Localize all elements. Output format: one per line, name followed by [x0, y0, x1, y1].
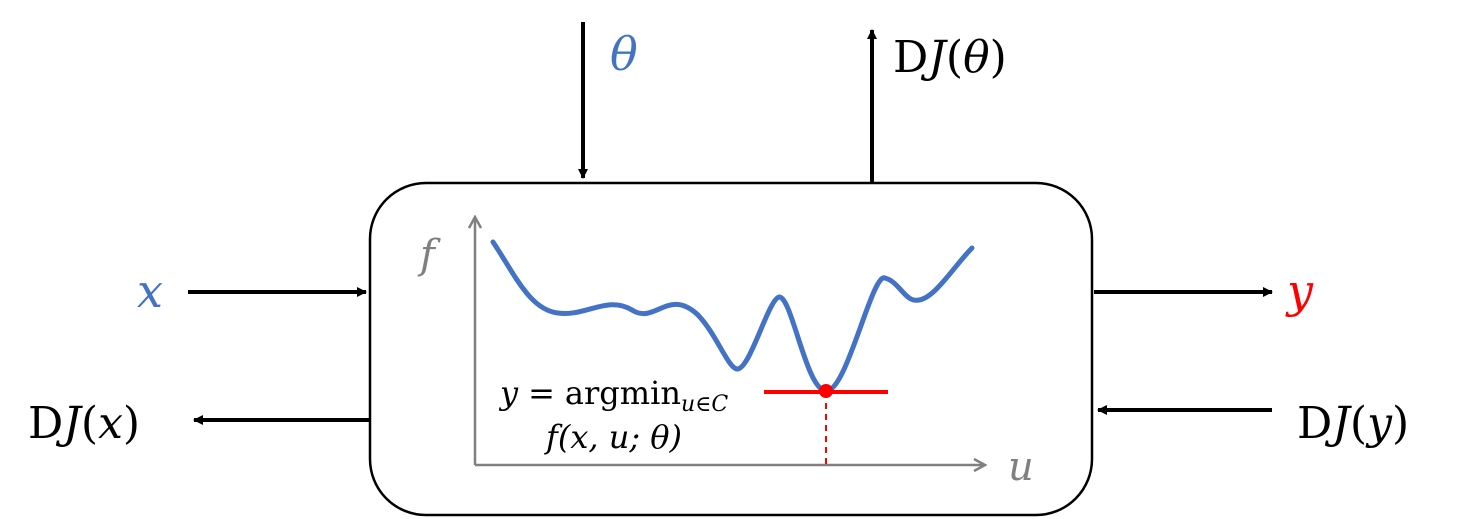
optimization-layer-box: [368, 181, 1094, 517]
plot-x-axis-label: u: [1008, 444, 1034, 490]
theta-input-label: θ: [610, 27, 638, 81]
x-input-label: x: [137, 264, 163, 318]
y-output-label: y: [1285, 264, 1314, 318]
argmin-equation: y=argminu∈C: [498, 374, 728, 417]
argmin-objective: f(x, u; θ): [544, 418, 682, 456]
d-theta-label: DJ(θ): [893, 32, 1007, 83]
d-x-label: DJ(x): [28, 398, 140, 449]
d-y-label: DJ(y): [1297, 398, 1409, 449]
minimum-point: [819, 384, 833, 398]
objective-curve: [490, 239, 975, 394]
